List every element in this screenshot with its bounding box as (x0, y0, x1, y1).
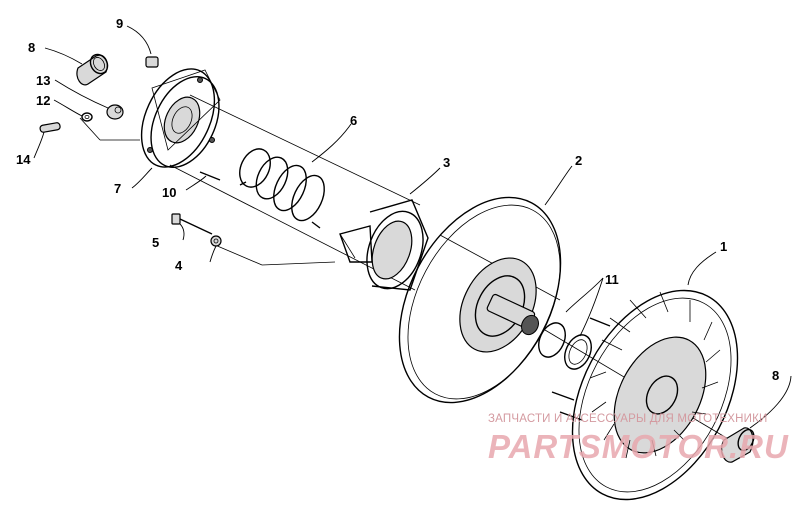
part-2-sheave (398, 196, 562, 404)
part-8-bushing-top (76, 53, 109, 86)
callout-10: 10 (162, 185, 176, 200)
callout-7: 7 (114, 181, 121, 196)
part-14-pin (39, 122, 61, 133)
leader-lines (33, 25, 792, 429)
part-9-nut (145, 56, 159, 68)
callout-13: 13 (36, 73, 50, 88)
callout-1: 1 (720, 239, 727, 254)
part-11-rings (538, 322, 592, 370)
part-13-roller (106, 104, 124, 120)
part-8-bushing-bottom (720, 427, 755, 463)
part-7-cover (140, 68, 221, 169)
part-1-sheave (551, 289, 739, 501)
callout-9: 9 (116, 16, 123, 31)
callout-2: 2 (575, 153, 582, 168)
callouts: 1 2 3 4 5 6 7 8 8 9 10 11 12 13 14 (16, 16, 779, 383)
callout-4: 4 (175, 258, 183, 273)
callout-11: 11 (605, 272, 619, 287)
part-5-bolt (171, 213, 213, 235)
callout-6: 6 (350, 113, 357, 128)
callout-3: 3 (443, 155, 450, 170)
callout-14: 14 (16, 152, 31, 167)
watermark-tagline: ЗАПЧАСТИ И АКСЕССУАРЫ ДЛЯ МОТОТЕХНИКИ (488, 413, 768, 425)
part-3-cam (339, 199, 429, 291)
part-4-washer (210, 235, 222, 247)
part-6-spring (239, 148, 325, 229)
callout-8-top: 8 (28, 40, 35, 55)
callout-8-bottom: 8 (772, 368, 779, 383)
part-10-roll-pin (199, 171, 221, 181)
part-12-washer (81, 112, 93, 122)
watermark-brand: PARTSMOTOR.RU (488, 428, 789, 465)
callout-5: 5 (152, 235, 159, 250)
callout-12: 12 (36, 93, 50, 108)
